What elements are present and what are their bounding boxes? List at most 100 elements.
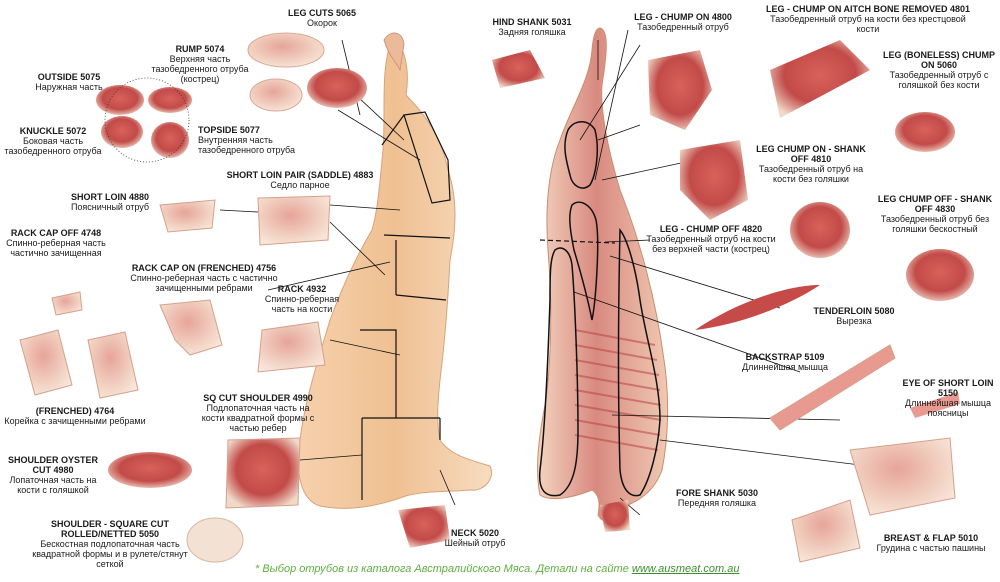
- label-rack-cap-off-desc: Спинно-реберная часть частично зачищенна…: [6, 238, 106, 258]
- shoulder-oyster-image: [108, 452, 192, 488]
- label-leg-boneless-desc: Тазобедренный отруб с голяшкой без кости: [889, 70, 989, 90]
- label-fore-shank: FORE SHANK 5030 Передняя голяшка: [662, 488, 772, 508]
- breast-flap-image: [849, 437, 956, 516]
- label-leg-chump-off-code: LEG - CHUMP OFF 4820: [659, 224, 763, 234]
- label-leg-boneless: LEG (BONELESS) CHUMP ON 5060 Тазобедренн…: [880, 50, 998, 90]
- right-carcass: [537, 27, 669, 523]
- label-rump-code: RUMP 5074: [175, 44, 225, 54]
- dashed-cut-line: [539, 239, 616, 244]
- leg-shank-off-image: [680, 140, 748, 220]
- label-topside-desc: Внутренняя часть тазобедренного отруба: [198, 135, 296, 155]
- label-topside-code: TOPSIDE 5077: [198, 125, 260, 135]
- label-short-loin-code: SHORT LOIN 4880: [70, 192, 150, 202]
- leg-chump-off-shank-off-image: [906, 249, 974, 301]
- label-rack-cap-off: RACK CAP OFF 4748 Спинно-реберная часть …: [0, 228, 112, 258]
- label-leg-boneless-code: LEG (BONELESS) CHUMP ON 5060: [882, 50, 995, 70]
- left-carcass-hock: [383, 32, 405, 72]
- neck-cut-image: [398, 505, 450, 548]
- label-leg-cuts-desc: Окорок: [307, 18, 337, 28]
- label-leg-chump-on-code: LEG - CHUMP ON 4800: [634, 12, 732, 22]
- label-rack-cap-on-code: RACK CAP ON (FRENCHED) 4756: [131, 263, 277, 273]
- label-backstrap-desc: Длиннейшая мышца: [742, 362, 828, 372]
- label-neck-code: NECK 5020: [450, 528, 500, 538]
- label-shoulder-square: SHOULDER - SQUARE CUT ROLLED/NETTED 5050…: [30, 519, 190, 569]
- label-knuckle-code: KNUCKLE 5072: [19, 126, 87, 136]
- knuckle-cut-image: [101, 116, 143, 148]
- label-sq-cut-shoulder-desc: Подлопаточная часть на кости квадратной …: [201, 403, 315, 433]
- label-leg-chump-off-shank-off-code: LEG CHUMP OFF - SHANK OFF 4830: [877, 194, 993, 214]
- label-leg-chump-off-desc: Тазобедренный отруб на кости без верхней…: [646, 234, 776, 254]
- label-tenderloin: TENDERLOIN 5080 Вырезка: [804, 306, 904, 326]
- footer-url-link[interactable]: www.ausmeat.com.au: [631, 563, 740, 575]
- label-breast-flap-desc: Грудина с частью пашины: [876, 543, 986, 553]
- label-knuckle-desc: Боковая часть тазобедренного отруба: [4, 136, 102, 156]
- leg-cut-piece-1: [247, 32, 325, 68]
- label-short-loin-pair-code: SHORT LOIN PAIR (SADDLE) 4883: [226, 170, 374, 180]
- rack-cap-on-cut-image: [159, 299, 223, 356]
- label-sq-cut-shoulder: SQ CUT SHOULDER 4990 Подлопаточная часть…: [198, 393, 318, 433]
- label-frenched: (FRENCHED) 4764 Корейка с зачищенными ре…: [0, 406, 150, 426]
- label-knuckle: KNUCKLE 5072 Боковая часть тазобедренног…: [4, 126, 102, 156]
- label-frenched-desc: Корейка с зачищенными ребрами: [4, 416, 146, 426]
- label-leg-chump-on: LEG - CHUMP ON 4800 Тазобедренный отруб: [628, 12, 738, 32]
- label-tenderloin-desc: Вырезка: [836, 316, 872, 326]
- label-shoulder-oyster: SHOULDER OYSTER CUT 4980 Лопаточная част…: [0, 455, 106, 495]
- leg-chump-aitch-image: [770, 40, 870, 118]
- label-backstrap-code: BACKSTRAP 5109: [745, 352, 825, 362]
- leg-group-dotted-ring: [104, 77, 190, 163]
- label-neck-desc: Шейный отруб: [444, 538, 506, 548]
- label-shoulder-oyster-desc: Лопаточная часть на кости с голяшкой: [9, 475, 97, 495]
- shoulder-rolled-image: [186, 517, 244, 563]
- label-leg-chump-shank-off: LEG CHUMP ON - SHANK OFF 4810 Тазобедрен…: [752, 144, 870, 184]
- fore-shank-image: [600, 500, 630, 532]
- sq-cut-shoulder-image: [225, 437, 301, 509]
- label-sq-cut-shoulder-code: SQ CUT SHOULDER 4990: [203, 393, 313, 403]
- label-eye-short-loin-code: EYE OF SHORT LOIN 5150: [902, 378, 994, 398]
- outside-cut-image: [96, 85, 144, 115]
- label-backstrap: BACKSTRAP 5109 Длиннейшая мышца: [730, 352, 840, 372]
- label-hind-shank: HIND SHANK 5031 Задняя голяшка: [482, 17, 582, 37]
- label-leg-chump-aitch: LEG - CHUMP ON AITCH BONE REMOVED 4801 Т…: [762, 4, 974, 34]
- label-breast-flap-code: BREAST & FLAP 5010: [883, 533, 979, 543]
- label-leg-chump-off: LEG - CHUMP OFF 4820 Тазобедренный отруб…: [640, 224, 782, 254]
- tenderloin-image: [695, 285, 820, 330]
- label-fore-shank-desc: Передняя голяшка: [677, 498, 757, 508]
- footer-note: * Выбор отрубов из каталога Австралийско…: [255, 563, 739, 575]
- leg-chump-on-image: [648, 50, 712, 130]
- rack-cap-off-cut-image: [51, 291, 83, 316]
- label-leg-cuts: LEG CUTS 5065 Окорок: [262, 8, 382, 28]
- label-leg-chump-aitch-desc: Тазобедренный отруб на кости без крестцо…: [770, 14, 966, 34]
- label-short-loin: SHORT LOIN 4880 Поясничный отруб: [60, 192, 160, 212]
- label-tenderloin-code: TENDERLOIN 5080: [813, 306, 895, 316]
- label-frenched-code: (FRENCHED) 4764: [35, 406, 115, 416]
- left-carcass: [297, 37, 492, 509]
- leg-chump-off-image: [790, 202, 850, 258]
- label-leg-cuts-code: LEG CUTS 5065: [287, 8, 357, 18]
- short-loin-cut-image: [159, 199, 216, 233]
- rump-cut-image: [148, 87, 192, 113]
- label-breast-flap: BREAST & FLAP 5010 Грудина с частью паши…: [876, 533, 986, 553]
- label-rump: RUMP 5074 Верхняя часть тазобедренного о…: [150, 44, 250, 84]
- label-rack-desc: Спинно-реберная часть на кости: [264, 294, 340, 314]
- left-carcass-cut-lines: [360, 111, 451, 500]
- hind-shank-image: [492, 50, 545, 88]
- label-outside-desc: Наружная часть: [35, 82, 103, 92]
- label-shoulder-oyster-code: SHOULDER OYSTER CUT 4980: [7, 455, 98, 475]
- label-leg-chump-aitch-code: LEG - CHUMP ON AITCH BONE REMOVED 4801: [765, 4, 971, 14]
- label-outside: OUTSIDE 5075 Наружная часть: [24, 72, 114, 92]
- label-leg-chump-off-shank-off-desc: Тазобедренный отруб без голяшки бескостн…: [880, 214, 990, 234]
- label-rack-cap-on: RACK CAP ON (FRENCHED) 4756 Спинно-ребер…: [112, 263, 296, 293]
- label-short-loin-pair-desc: Седло парное: [270, 180, 330, 190]
- eye-short-loin-image: [910, 392, 960, 418]
- topside-cut-image: [151, 122, 189, 158]
- label-rack-code: RACK 4932: [277, 284, 327, 294]
- footer-text: * Выбор отрубов из каталога Австралийско…: [255, 563, 629, 575]
- label-outside-code: OUTSIDE 5075: [37, 72, 101, 82]
- label-shoulder-square-desc: Бескостная подлопаточная часть квадратно…: [32, 539, 188, 569]
- leg-boneless-image: [895, 112, 955, 152]
- saddle-cut-image: [257, 195, 331, 246]
- label-fore-shank-code: FORE SHANK 5030: [675, 488, 759, 498]
- label-hind-shank-code: HIND SHANK 5031: [492, 17, 572, 27]
